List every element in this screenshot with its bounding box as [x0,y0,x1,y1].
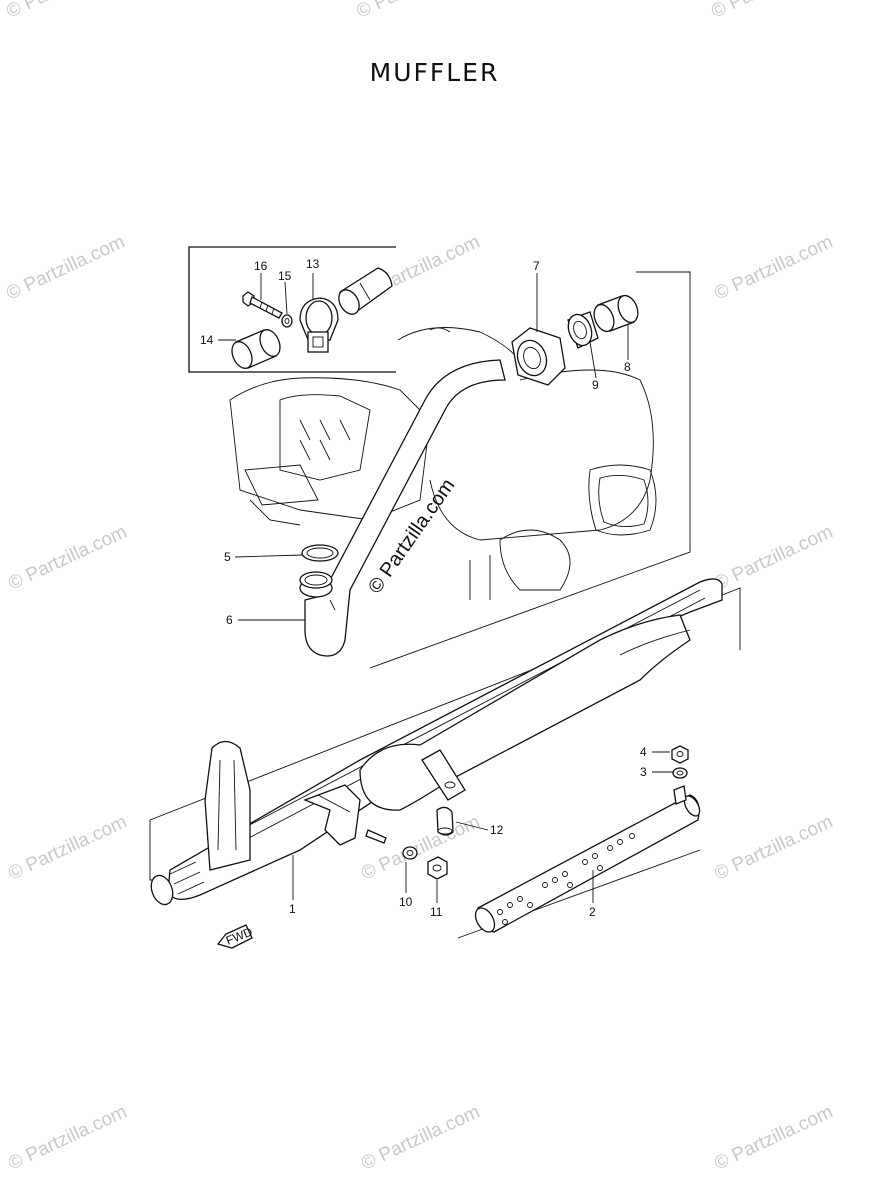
watermark: © Partzilla.com [708,0,833,23]
watermark: © Partzilla.com [358,1101,483,1174]
nut-part [671,745,689,764]
callout-6: 6 [226,613,233,627]
watermark: © Partzilla.com [3,0,128,23]
watermark: © Partzilla.com [5,811,130,884]
watermark: © Partzilla.com [711,811,836,884]
watermark: © Partzilla.com [711,521,836,594]
callout-13: 13 [306,257,320,271]
callout-9: 9 [592,378,599,392]
callout-labels: 1 2 3 4 5 6 7 8 9 10 11 12 13 14 15 16 [200,257,647,919]
watermark: © Partzilla.com [358,811,483,884]
watermark: © Partzilla.com [5,521,130,594]
callout-8: 8 [624,360,631,374]
muffler-body [150,578,723,906]
callout-11: 11 [430,905,443,919]
engine-outline [229,271,691,669]
watermark: © Partzilla.com [353,0,478,23]
callout-3: 3 [640,765,647,779]
page-title: MUFFLER [369,58,500,87]
inset-detail-box [188,246,396,373]
callout-14: 14 [200,333,214,347]
callout-16: 16 [254,259,268,273]
callout-4: 4 [640,745,647,759]
callout-leaders [218,273,674,903]
muffler-frame [149,820,160,881]
washer-part [672,767,688,779]
exhaust-pipe [299,359,506,657]
watermark: © Partzilla.com [711,231,836,304]
fasteners [365,829,448,880]
callout-12: 12 [490,823,504,837]
joint-parts [511,294,639,386]
callout-1: 1 [289,902,296,916]
baffle-tube [474,785,701,933]
rubber-grommet [436,806,454,836]
watermark: © Partzilla.com [711,1101,836,1174]
callout-15: 15 [278,269,292,283]
callout-2: 2 [589,905,596,919]
watermark: © Partzilla.com [5,1101,130,1174]
callout-7: 7 [533,259,540,273]
callout-5: 5 [224,550,231,564]
fwd-arrow-icon: FWD [216,924,255,949]
callout-10: 10 [399,895,413,909]
watermark: © Partzilla.com [3,231,128,304]
